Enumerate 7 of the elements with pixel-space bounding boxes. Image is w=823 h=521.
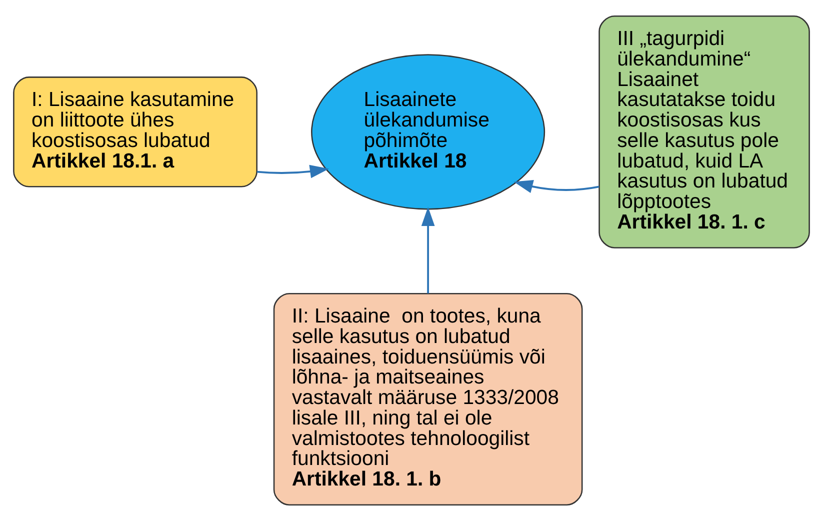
node-box: I: Lisaaine kasutamine on liittoote ühes koostisosas lubatud Artikkel 18.1. a	[13, 76, 258, 188]
node-ellipse: Lisaainete ülekandumise põhimõte Artikkel 18	[311, 54, 546, 210]
node-box: II: Lisaaine on tootes, kuna selle kasutus on lubatud lisaaines, toiduensüümis või lõhna- ja maitseaines vastavalt määruse 1333/2008 lisale III, ning tal ei ole valmistootes tehnoloogilist funktsiooni Artikkel 18. 1. b	[273, 292, 583, 506]
arrow	[514, 180, 600, 193]
arrow	[421, 206, 435, 294]
arrow	[256, 164, 330, 178]
node-box: III „tagurpidi ülekandumine“ Lisaainet kasutatakse toidu koostisosas kus selle kasutus pole lubatud, kuid LA kasutus on lubatud lõpptootes Artikkel 18. 1. c	[598, 15, 810, 248]
